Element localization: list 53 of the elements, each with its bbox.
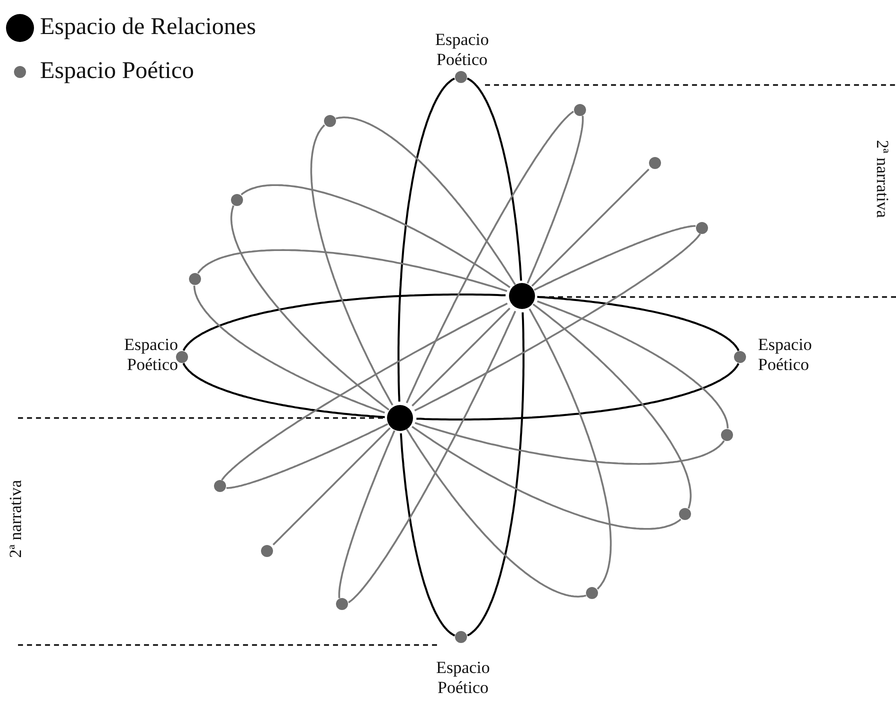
orbit-line <box>230 205 390 411</box>
orbit-line <box>412 426 682 530</box>
poetic-space-dot <box>574 104 586 116</box>
orbit-line <box>226 423 388 489</box>
orbit-line <box>406 110 574 404</box>
orbit-line <box>348 310 516 604</box>
orbit-line <box>197 249 508 292</box>
poetic-space-dot <box>214 480 226 492</box>
node-label: Espacio Poético <box>434 30 490 70</box>
side-note: 2ª narrativa <box>872 140 892 218</box>
node-label: Espacio Poético <box>758 335 813 375</box>
poetic-space-dot <box>586 587 598 600</box>
poetic-space-dot <box>336 598 348 610</box>
orbit-line <box>193 286 385 414</box>
orbit-line <box>398 78 455 402</box>
node-label: Espacio Poético <box>123 335 178 375</box>
orbit-line <box>310 124 394 406</box>
orbit-line <box>400 433 456 636</box>
orbit-line <box>338 430 396 598</box>
orbit-line <box>537 300 729 428</box>
orbit-line <box>406 428 586 598</box>
orbit-line <box>272 427 391 546</box>
poetic-space-dot <box>696 222 708 234</box>
orbit-line <box>466 78 522 281</box>
orbit-line <box>416 363 740 420</box>
orbit-line <box>537 296 740 352</box>
poetic-space-dot <box>189 273 202 286</box>
poetic-space-dot <box>649 156 662 169</box>
relation-space-dot <box>509 283 535 309</box>
poetic-space-dot <box>324 114 336 127</box>
orbit-line <box>221 302 508 481</box>
orbit-line <box>532 303 692 509</box>
orbit-line <box>531 168 650 287</box>
poetic-space-dot <box>260 545 273 558</box>
side-note: 2ª narrativa <box>6 480 26 558</box>
orbit-line <box>182 362 385 418</box>
orbit-line <box>414 233 701 412</box>
node-label: Espacio Poético <box>435 658 491 698</box>
legend-label: Espacio de Relaciones <box>40 13 256 41</box>
orbit-line <box>412 308 510 406</box>
orbit-line <box>534 225 696 291</box>
poetic-space-dot <box>720 428 733 441</box>
orbit-line <box>336 116 516 286</box>
orbit-line <box>528 308 612 590</box>
poetic-space-dot <box>679 508 692 520</box>
orbit-line <box>467 312 524 636</box>
orbit-line <box>526 116 584 284</box>
orbit-line <box>414 422 725 465</box>
orbit-line <box>182 294 506 351</box>
orbit-line <box>240 184 510 288</box>
legend-label: Espacio Poético <box>40 57 194 85</box>
poetic-space-dot <box>230 194 243 206</box>
relation-space-dot <box>387 405 413 431</box>
